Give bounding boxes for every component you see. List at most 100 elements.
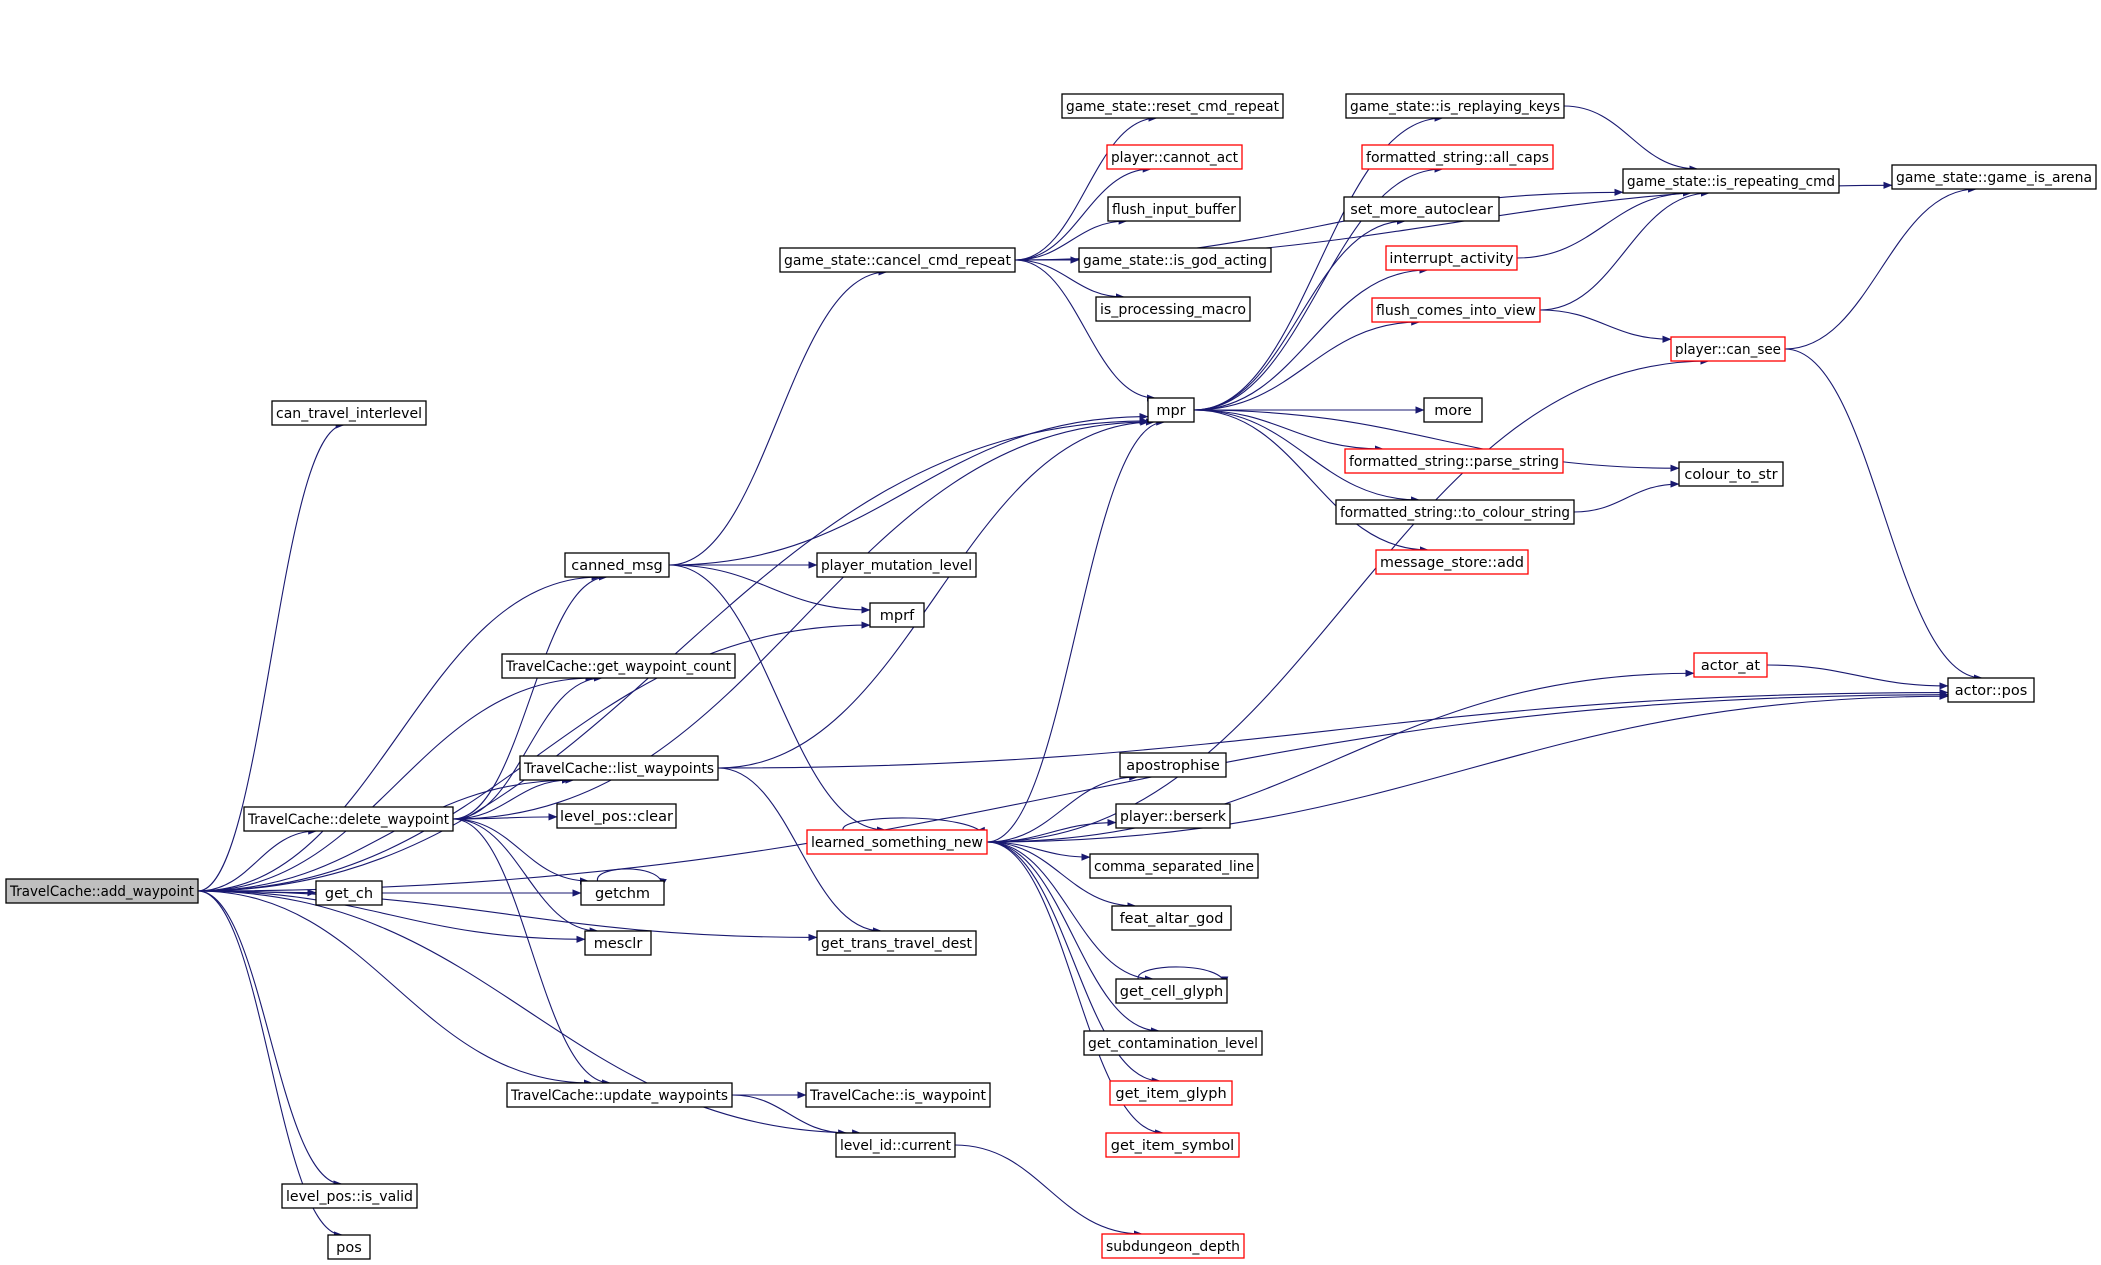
node-message-store-add[interactable]: message_store::add — [1375, 549, 1529, 575]
node-is-replaying-keys[interactable]: game_state::is_replaying_keys — [1345, 93, 1565, 119]
node-box[interactable] — [1385, 245, 1518, 271]
node-flush-input-buffer[interactable]: flush_input_buffer — [1107, 196, 1241, 222]
node-is-repeating-cmd[interactable]: game_state::is_repeating_cmd — [1622, 168, 1840, 194]
node-canned-msg[interactable]: canned_msg — [564, 552, 670, 578]
node-getchm[interactable]: getchm — [580, 880, 665, 906]
node-get-trans-travel-dest[interactable]: get_trans_travel_dest — [816, 930, 977, 956]
node-get-cell-glyph[interactable]: get_cell_glyph — [1115, 978, 1228, 1004]
node-is-god-acting[interactable]: game_state::is_god_acting — [1078, 247, 1272, 273]
node-mpr[interactable]: mpr — [1147, 397, 1195, 423]
node-box[interactable] — [556, 803, 677, 829]
node-more[interactable]: more — [1423, 397, 1483, 423]
node-mprf[interactable]: mprf — [869, 602, 925, 628]
node-box[interactable] — [506, 1082, 733, 1108]
node-box[interactable] — [1891, 164, 2097, 190]
node-actor-pos[interactable]: actor::pos — [1947, 677, 2035, 703]
node-box[interactable] — [1345, 93, 1565, 119]
node-box[interactable] — [1693, 652, 1768, 678]
node-box[interactable] — [1678, 461, 1784, 487]
node-box[interactable] — [1670, 336, 1786, 362]
node-berserk[interactable]: player::berserk — [1115, 803, 1231, 829]
node-comma-separated-line[interactable]: comma_separated_line — [1089, 853, 1259, 879]
node-feat-altar-god[interactable]: feat_altar_god — [1111, 905, 1232, 931]
node-box[interactable] — [1107, 196, 1241, 222]
node-interrupt-activity[interactable]: interrupt_activity — [1385, 245, 1518, 271]
node-subdungeon-depth[interactable]: subdungeon_depth — [1101, 1233, 1245, 1259]
node-box[interactable] — [1101, 1233, 1245, 1259]
node-box[interactable] — [1371, 297, 1541, 323]
node-get-waypoint-count[interactable]: TravelCache::get_waypoint_count — [501, 653, 736, 679]
node-box[interactable] — [580, 880, 665, 906]
node-box[interactable] — [816, 552, 977, 578]
node-parse-string[interactable]: formatted_string::parse_string — [1344, 448, 1564, 474]
node-box[interactable] — [1147, 397, 1195, 423]
node-add-waypoint[interactable]: TravelCache::add_waypoint — [5, 878, 199, 904]
node-level-pos-is-valid[interactable]: level_pos::is_valid — [281, 1183, 418, 1209]
node-box[interactable] — [1078, 247, 1272, 273]
node-box[interactable] — [271, 400, 427, 426]
node-can-travel-interlevel[interactable]: can_travel_interlevel — [271, 400, 427, 426]
node-box[interactable] — [1089, 853, 1259, 879]
node-box[interactable] — [564, 552, 670, 578]
node-box[interactable] — [1119, 752, 1227, 778]
node-list-waypoints[interactable]: TravelCache::list_waypoints — [519, 755, 719, 781]
node-player-mutation-level[interactable]: player_mutation_level — [816, 552, 977, 578]
node-player-can-see[interactable]: player::can_see — [1670, 336, 1786, 362]
node-reset-cmd-repeat[interactable]: game_state::reset_cmd_repeat — [1061, 93, 1284, 119]
node-box[interactable] — [501, 653, 736, 679]
node-get-ch[interactable]: get_ch — [315, 880, 383, 906]
node-box[interactable] — [1115, 978, 1228, 1004]
node-get-contamination-level[interactable]: get_contamination_level — [1083, 1030, 1263, 1056]
node-box[interactable] — [1344, 448, 1564, 474]
node-box[interactable] — [243, 806, 454, 832]
node-box[interactable] — [1115, 803, 1231, 829]
node-to-colour-string[interactable]: formatted_string::to_colour_string — [1335, 499, 1575, 525]
node-box[interactable] — [805, 1082, 991, 1108]
node-box[interactable] — [519, 755, 719, 781]
node-is-processing-macro[interactable]: is_processing_macro — [1095, 296, 1251, 322]
node-box[interactable] — [1343, 196, 1500, 222]
node-box[interactable] — [1083, 1030, 1263, 1056]
node-game-is-arena[interactable]: game_state::game_is_arena — [1891, 164, 2097, 190]
node-pos[interactable]: pos — [327, 1234, 371, 1260]
node-box[interactable] — [281, 1183, 418, 1209]
node-box[interactable] — [1622, 168, 1840, 194]
node-box[interactable] — [1375, 549, 1529, 575]
node-box[interactable] — [1106, 144, 1243, 170]
node-get-item-symbol[interactable]: get_item_symbol — [1105, 1132, 1240, 1158]
node-mesclr[interactable]: mesclr — [584, 930, 652, 956]
node-flush-comes-into-view[interactable]: flush_comes_into_view — [1371, 297, 1541, 323]
node-box[interactable] — [806, 829, 988, 855]
node-colour-to-str[interactable]: colour_to_str — [1678, 461, 1784, 487]
node-box[interactable] — [835, 1132, 956, 1158]
node-all-caps[interactable]: formatted_string::all_caps — [1361, 144, 1554, 170]
node-box[interactable] — [1361, 144, 1554, 170]
node-box[interactable] — [1095, 296, 1251, 322]
node-box[interactable] — [5, 878, 199, 904]
node-box[interactable] — [1111, 905, 1232, 931]
node-box[interactable] — [327, 1234, 371, 1260]
node-delete-waypoint[interactable]: TravelCache::delete_waypoint — [243, 806, 454, 832]
node-level-id-current[interactable]: level_id::current — [835, 1132, 956, 1158]
node-box[interactable] — [1423, 397, 1483, 423]
node-box[interactable] — [1105, 1132, 1240, 1158]
node-get-item-glyph[interactable]: get_item_glyph — [1109, 1080, 1233, 1106]
node-box[interactable] — [315, 880, 383, 906]
node-level-pos-clear[interactable]: level_pos::clear — [556, 803, 677, 829]
node-box[interactable] — [869, 602, 925, 628]
node-set-more-autoclear[interactable]: set_more_autoclear — [1343, 196, 1500, 222]
node-box[interactable] — [584, 930, 652, 956]
node-update-waypoints[interactable]: TravelCache::update_waypoints — [506, 1082, 733, 1108]
node-box[interactable] — [816, 930, 977, 956]
node-box[interactable] — [1335, 499, 1575, 525]
node-box[interactable] — [779, 247, 1016, 273]
node-learned-something-new[interactable]: learned_something_new — [806, 829, 988, 855]
node-apostrophise[interactable]: apostrophise — [1119, 752, 1227, 778]
node-cancel-cmd-repeat[interactable]: game_state::cancel_cmd_repeat — [779, 247, 1016, 273]
node-box[interactable] — [1061, 93, 1284, 119]
node-cannot-act[interactable]: player::cannot_act — [1106, 144, 1243, 170]
node-box[interactable] — [1109, 1080, 1233, 1106]
node-is-waypoint[interactable]: TravelCache::is_waypoint — [805, 1082, 991, 1108]
node-actor-at[interactable]: actor_at — [1693, 652, 1768, 678]
node-box[interactable] — [1947, 677, 2035, 703]
